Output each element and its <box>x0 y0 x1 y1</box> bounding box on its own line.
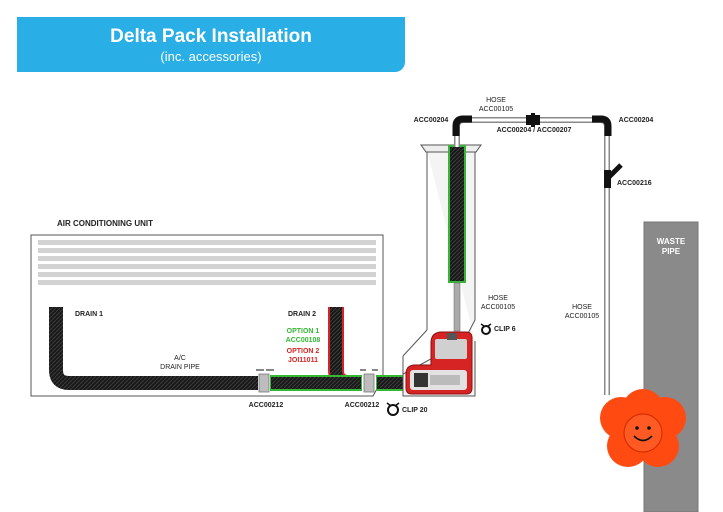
hose-top-label-1: HOSE <box>486 97 506 104</box>
clip20-label: CLIP 20 <box>402 407 428 414</box>
hose-mid-label-2: ACC00105 <box>480 304 516 311</box>
waste-pipe <box>644 222 698 512</box>
elbow-acc00204-right <box>592 115 612 136</box>
ac-drain-pipe <box>49 307 258 390</box>
ac-drain-pipe-label-2: DRAIN PIPE <box>160 364 200 371</box>
option2-label: OPTION 2 <box>286 348 320 355</box>
delta-pump <box>405 331 473 395</box>
acc00108-label: ACC00108 <box>285 337 321 344</box>
waste-pipe-label-1: WASTE <box>656 237 686 246</box>
tee-acc00216 <box>604 163 623 188</box>
acc00212-left-label: ACC00212 <box>248 402 284 409</box>
ac-drain-pipe-label-1: A/C <box>174 355 186 362</box>
title-banner: Delta Pack Installation (inc. accessorie… <box>17 17 405 72</box>
drain2-label: DRAIN 2 <box>288 311 317 318</box>
connector-acc00212-left <box>258 373 270 393</box>
acc00216-label: ACC00216 <box>617 180 652 187</box>
acc00212-right-label: ACC00212 <box>344 402 380 409</box>
elbow-acc00204-left <box>452 115 472 136</box>
drain1-label: DRAIN 1 <box>75 311 104 318</box>
page-subtitle: (inc. accessories) <box>160 49 262 64</box>
ac-unit-label: AIR CONDITIONING UNIT <box>57 219 153 228</box>
page-title: Delta Pack Installation <box>110 26 312 47</box>
top-hose <box>454 117 610 395</box>
pipe-to-pump <box>377 377 405 389</box>
vertical-hose <box>450 147 464 281</box>
acc00204-right-label: ACC00204 <box>618 117 654 124</box>
waste-pipe-label-2: PIPE <box>661 247 681 256</box>
flower-icon <box>600 389 686 467</box>
option1-label: OPTION 1 <box>286 328 320 335</box>
hose-mid-label-1: HOSE <box>488 295 508 302</box>
connector-acc00212-right <box>363 373 375 393</box>
hose-right-label-1: HOSE <box>572 304 592 311</box>
acc00204-207-label: ACC00204 / ACC00207 <box>496 127 572 134</box>
clip-6-icon <box>480 323 492 335</box>
ac-unit-grille <box>38 240 376 285</box>
hose-top-label-2: ACC00105 <box>478 106 514 113</box>
clip6-label: CLIP 6 <box>494 326 516 333</box>
acc00204-left-label: ACC00204 <box>413 117 449 124</box>
joi11011-label: JOI11011 <box>288 357 318 364</box>
hose-right-label-2: ACC00105 <box>564 313 600 320</box>
clip-20-icon <box>386 402 400 416</box>
